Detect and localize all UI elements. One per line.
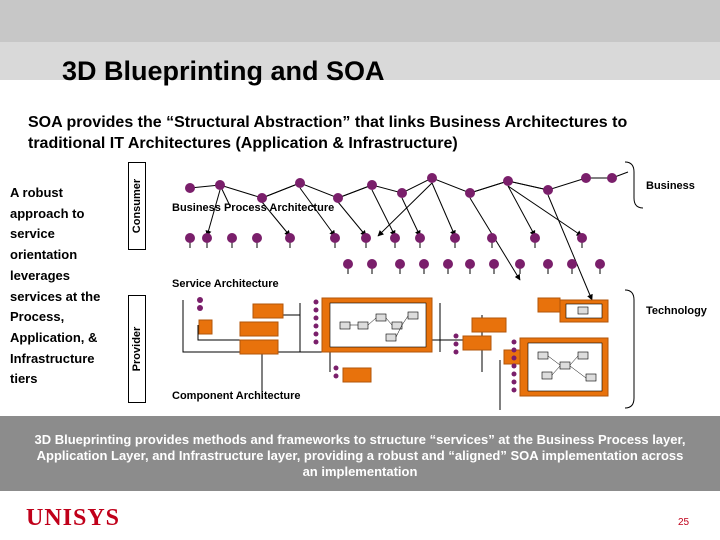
slide-subtitle: SOA provides the “Structural Abstraction… (28, 114, 628, 152)
component-architecture-label: Component Architecture (172, 390, 301, 402)
slide-title: 3D Blueprinting and SOA (62, 56, 385, 86)
consumer-tab: Consumer (128, 162, 146, 250)
provider-tab: Provider (128, 295, 146, 403)
component-container-1 (313, 297, 433, 353)
service-node-stems (189, 240, 601, 274)
component-nodes (197, 297, 459, 379)
summary-text: 3D Blueprinting provides methods and fra… (34, 432, 686, 479)
left-description: A robust approach to service orientation… (10, 185, 101, 387)
business-process-label: Business Process Architecture (172, 202, 335, 214)
business-label: Business (646, 180, 695, 192)
unisys-logo: UNISYS (26, 505, 121, 531)
page-number: 25 (678, 517, 690, 528)
header-band (0, 0, 720, 42)
component-container-3 (559, 299, 609, 323)
service-architecture-label: Service Architecture (172, 278, 279, 290)
business-process-nodes (185, 173, 617, 203)
technology-label: Technology (646, 305, 707, 317)
header-band-lower (0, 42, 720, 80)
service-nodes (185, 233, 605, 269)
business-process-edges (189, 171, 629, 207)
technology-bracket (624, 289, 635, 409)
dependency-arrows (205, 182, 593, 301)
component-container-2 (511, 337, 609, 397)
business-bracket (624, 161, 644, 209)
summary-band (0, 416, 720, 491)
